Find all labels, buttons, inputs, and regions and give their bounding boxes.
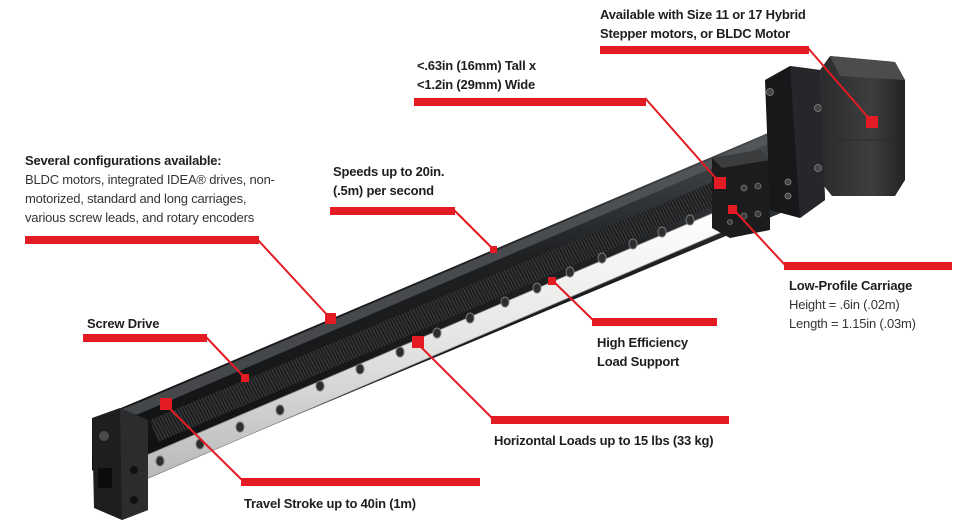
bar-carriage — [784, 262, 952, 270]
marker-motor — [866, 116, 878, 128]
bar-motor — [600, 46, 809, 54]
bar-configs — [25, 236, 259, 244]
screw-drive — [150, 158, 775, 442]
size-line1: <.63in (16mm) Tall x — [417, 58, 536, 73]
motor-line1: Available with Size 11 or 17 Hybrid — [600, 7, 806, 22]
speed-line2: (.5m) per second — [333, 183, 434, 198]
bar-screw — [83, 334, 207, 342]
callout-motor: Available with Size 11 or 17 Hybrid Step… — [600, 5, 806, 43]
marker-stroke — [160, 398, 172, 410]
bar-size — [414, 98, 646, 106]
screw-title: Screw Drive — [87, 316, 160, 331]
marker-load-support — [548, 277, 556, 285]
bar-stroke — [241, 478, 480, 486]
motor — [820, 56, 905, 196]
callout-carriage: Low-Profile Carriage Height = .6in (.02m… — [789, 276, 916, 333]
marker-horizontal-loads — [412, 336, 424, 348]
bar-horizontal-loads — [491, 416, 729, 424]
configs-line1: BLDC motors, integrated IDEA® drives, no… — [25, 172, 275, 187]
carriage-length: Length = 1.15in (.03m) — [789, 316, 916, 331]
callout-configs: Several configurations available: BLDC m… — [25, 151, 275, 227]
bar-load-support — [592, 318, 717, 326]
marker-speed — [490, 246, 497, 253]
size-line2: <1.2in (29mm) Wide — [417, 77, 536, 92]
marker-size — [714, 177, 726, 189]
load-support-line2: Load Support — [597, 354, 680, 369]
marker-configs — [325, 313, 336, 324]
configs-line3: various screw leads, and rotary encoders — [25, 210, 255, 225]
horizontal-loads-title: Horizontal Loads up to 15 lbs (33 kg) — [494, 433, 714, 448]
configs-title: Several configurations available: — [25, 153, 222, 168]
callout-speed: Speeds up to 20in. (.5m) per second — [333, 162, 444, 200]
callout-size: <.63in (16mm) Tall x <1.2in (29mm) Wide — [417, 56, 536, 94]
carriage-height: Height = .6in (.02m) — [789, 297, 900, 312]
speed-line1: Speeds up to 20in. — [333, 164, 445, 179]
configs-line2: motorized, standard and long carriages, — [25, 191, 247, 206]
callout-stroke: Travel Stroke up to 40in (1m) — [244, 494, 416, 513]
marker-carriage — [728, 205, 737, 214]
callout-screw: Screw Drive — [87, 314, 159, 333]
load-support-line1: High Efficiency — [597, 335, 688, 350]
stroke-title: Travel Stroke up to 40in (1m) — [244, 496, 416, 511]
callout-horizontal-loads: Horizontal Loads up to 15 lbs (33 kg) — [494, 431, 714, 450]
bar-speed — [330, 207, 455, 215]
carriage-title: Low-Profile Carriage — [789, 278, 913, 293]
motor-line2: Stepper motors, or BLDC Motor — [600, 26, 790, 41]
marker-screw — [241, 374, 249, 382]
callout-load-support: High Efficiency Load Support — [597, 333, 688, 371]
